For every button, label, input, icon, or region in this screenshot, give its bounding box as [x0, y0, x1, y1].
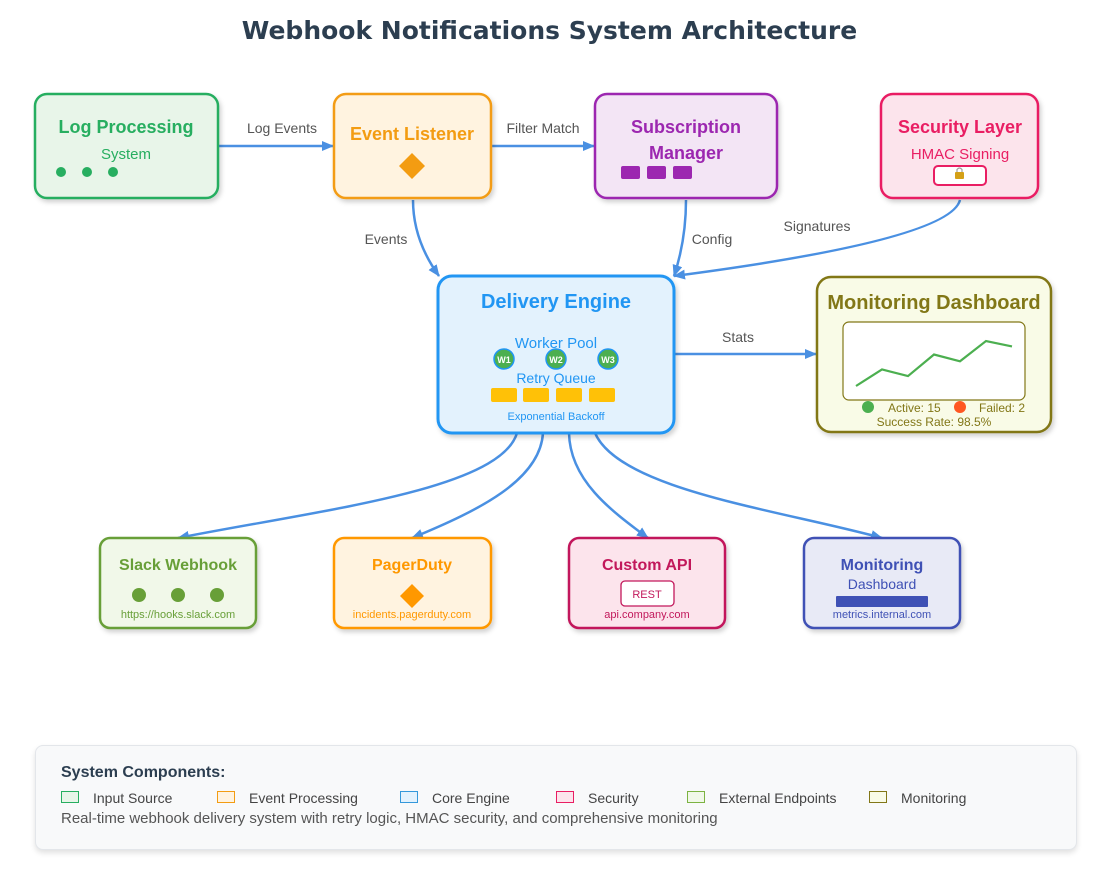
legend-title: System Components:	[61, 764, 226, 781]
legend-swatch	[217, 791, 235, 803]
active-status-dot	[862, 401, 874, 413]
node-title: Log Processing	[58, 117, 193, 137]
edges	[177, 141, 962, 541]
architecture-diagram: Log Events Filter Match Events Config Si…	[33, 92, 1053, 630]
slack-dot-icon	[210, 588, 224, 602]
worker-w1: W1	[493, 348, 515, 370]
edge-to-custom-api	[567, 432, 649, 540]
node-title: Monitoring Dashboard	[827, 292, 1040, 314]
legend-swatch	[61, 791, 79, 803]
rest-badge	[620, 580, 675, 607]
endpoint-url: incidents.pagerduty.com	[353, 609, 471, 621]
log-dot-icon	[82, 167, 92, 177]
subscription-block-icon	[673, 166, 692, 179]
edge-to-monitoring	[593, 432, 883, 540]
retry-queue-label: Retry Queue	[516, 370, 596, 386]
subscription-block-icon	[621, 166, 640, 179]
lock-icon	[955, 167, 964, 179]
worker-w2: W2	[545, 348, 567, 370]
legend-label: Security	[588, 790, 639, 806]
active-label: Active: 15	[888, 401, 941, 415]
node-subscription-manager: Subscription Manager	[593, 92, 779, 200]
failed-status-dot	[954, 401, 966, 413]
node-log-processing: Log Processing System	[33, 92, 220, 200]
trend-line	[855, 339, 1013, 387]
queue-item	[523, 388, 549, 402]
worker-label: W2	[549, 355, 563, 365]
queue-item	[491, 388, 517, 402]
rest-badge-label: REST	[632, 589, 662, 601]
edge-label-filter-match: Filter Match	[506, 120, 579, 136]
legend: System Components: Input Source Event Pr…	[35, 745, 1077, 850]
legend-label: Core Engine	[432, 790, 510, 806]
edge-events	[411, 199, 441, 277]
edge-config	[672, 199, 688, 277]
node-subtitle: HMAC Signing	[911, 146, 1009, 163]
node-title: Event Listener	[350, 124, 474, 144]
success-rate-label: Success Rate: 98.5%	[877, 415, 992, 429]
edge-label-config: Config	[692, 231, 732, 247]
worker-label: W1	[497, 355, 511, 365]
legend-swatch	[400, 791, 418, 803]
diamond-icon	[399, 153, 425, 179]
metrics-bar	[836, 596, 928, 607]
queue-item	[589, 388, 615, 402]
node-event-listener: Event Listener	[332, 92, 493, 200]
node-title: Custom API	[602, 557, 692, 574]
legend-label: Monitoring	[901, 790, 967, 806]
worker-pool-label: Worker Pool	[515, 335, 597, 352]
worker-label: W3	[601, 355, 615, 365]
node-title: PagerDuty	[372, 557, 452, 574]
legend-swatch	[556, 791, 574, 803]
diamond-icon	[400, 584, 424, 608]
node-title: Monitoring	[841, 557, 924, 574]
legend-swatch	[869, 791, 887, 803]
node-title: Delivery Engine	[481, 291, 631, 313]
edge-label-signatures: Signatures	[784, 218, 851, 234]
node-title: Slack Webhook	[119, 557, 237, 574]
legend-label: Event Processing	[249, 790, 358, 806]
legend-description: Real-time webhook delivery system with r…	[61, 810, 718, 827]
slack-dot-icon	[132, 588, 146, 602]
slack-dot-icon	[171, 588, 185, 602]
node-slack-webhook: Slack Webhook https://hooks.slack.com	[98, 536, 258, 630]
legend-swatch	[687, 791, 705, 803]
node-subtitle: System	[101, 146, 151, 163]
node-pagerduty: PagerDuty incidents.pagerduty.com	[332, 536, 493, 630]
edge-to-slack	[177, 432, 519, 541]
endpoint-url: https://hooks.slack.com	[121, 609, 235, 621]
legend-label: Input Source	[93, 790, 173, 806]
page-title: Webhook Notifications System Architectur…	[241, 16, 858, 45]
edge-signatures	[673, 199, 962, 280]
node-title: Security Layer	[898, 117, 1022, 137]
worker-w3: W3	[597, 348, 619, 370]
node-delivery-engine: Delivery Engine Worker Pool W1 W2 W3 Ret…	[436, 274, 676, 435]
trend-chart-frame	[842, 321, 1026, 401]
edge-to-pagerduty	[411, 432, 545, 540]
log-dot-icon	[56, 167, 66, 177]
edge-label-stats: Stats	[722, 329, 754, 345]
log-dot-icon	[108, 167, 118, 177]
node-monitoring-endpoint: Monitoring Dashboard metrics.internal.co…	[802, 536, 962, 630]
legend-label: External Endpoints	[719, 790, 837, 806]
failed-label: Failed: 2	[979, 401, 1025, 415]
edge-label-log-events: Log Events	[247, 120, 317, 136]
subscription-block-icon	[647, 166, 666, 179]
queue-item	[556, 388, 582, 402]
node-title-line1: Subscription	[631, 117, 741, 137]
endpoint-url: api.company.com	[604, 609, 689, 621]
backoff-label: Exponential Backoff	[507, 411, 605, 423]
endpoint-url: metrics.internal.com	[833, 609, 931, 621]
node-title-line2: Manager	[649, 143, 723, 163]
node-subtitle: Dashboard	[848, 576, 917, 592]
node-custom-api: Custom API REST api.company.com	[567, 536, 727, 630]
node-monitoring-dashboard: Monitoring Dashboard Active: 15 Failed: …	[815, 275, 1053, 434]
edge-labels: Log Events Filter Match Events Config Si…	[247, 120, 851, 345]
node-security-layer: Security Layer HMAC Signing	[879, 92, 1040, 200]
edge-label-events: Events	[365, 231, 408, 247]
